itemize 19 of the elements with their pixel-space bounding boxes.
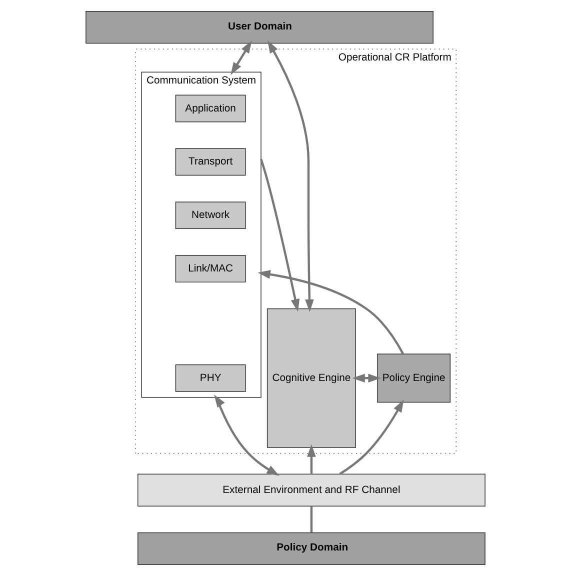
node-box: Policy Engine bbox=[377, 354, 451, 403]
node-box: Policy Domain bbox=[138, 532, 486, 566]
node-box: Network bbox=[175, 202, 246, 230]
arrow bbox=[214, 394, 280, 476]
arrow bbox=[260, 158, 300, 312]
node-box: External Environment and RF Channel bbox=[138, 474, 486, 506]
node-box: Transport bbox=[175, 148, 246, 176]
node-box: PHY bbox=[175, 364, 246, 392]
node-box: Link/MAC bbox=[175, 255, 246, 282]
arrow bbox=[339, 400, 404, 476]
arrow bbox=[258, 270, 404, 354]
node-box: Application bbox=[175, 94, 246, 122]
connector bbox=[310, 506, 313, 533]
node-box: User Domain bbox=[86, 10, 434, 44]
arrow bbox=[352, 374, 381, 383]
arrow bbox=[307, 444, 316, 474]
arrow bbox=[230, 40, 252, 76]
arrow bbox=[268, 40, 314, 312]
node-box: Cognitive Engine bbox=[266, 308, 356, 448]
